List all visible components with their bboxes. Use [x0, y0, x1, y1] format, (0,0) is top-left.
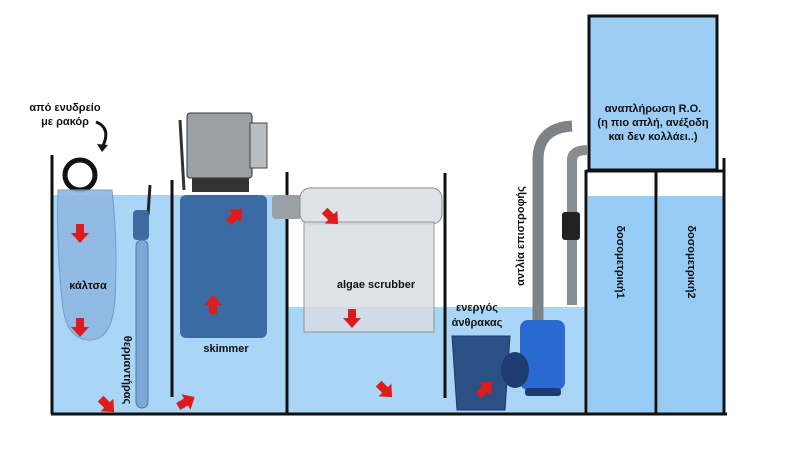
heater: [133, 184, 152, 409]
sump-walls: [50, 155, 727, 416]
heater-label: θερμαντήρας: [121, 336, 133, 405]
return-pump: [501, 120, 589, 396]
return-pump-label: αντλία επιστροφής: [515, 186, 527, 286]
water-doser-1: [588, 196, 656, 413]
doser1-label: δοσομετρική1: [614, 225, 626, 298]
ro-label-line1: αναπλήρωση R.O.: [605, 103, 702, 115]
inlet-ring-icon: [62, 157, 98, 193]
skimmer-label: skimmer: [203, 343, 249, 355]
carbon-label-line2: άνθρακας: [452, 317, 503, 329]
inlet-label-line2: με ρακόρ: [41, 116, 89, 128]
carbon-bag: [451, 335, 511, 411]
inlet-label-line1: από ενυδρείο: [29, 102, 100, 114]
ro-topoff-tank: [587, 14, 719, 172]
doser2-label: δοσομετρική2: [685, 225, 697, 298]
ro-label-line3: και δεν κολλάει..): [608, 131, 697, 143]
water-doser-2: [658, 196, 723, 413]
filter-sock: [57, 189, 117, 341]
algae-scrubber-label: algae scrubber: [337, 279, 416, 291]
ro-label-line2: (η πιο απλή, ανέξοδη: [597, 117, 708, 129]
carbon-label-line1: ενεργός: [456, 302, 498, 314]
skimmer: [178, 112, 268, 338]
filter-sock-label: κάλτσα: [69, 280, 107, 292]
